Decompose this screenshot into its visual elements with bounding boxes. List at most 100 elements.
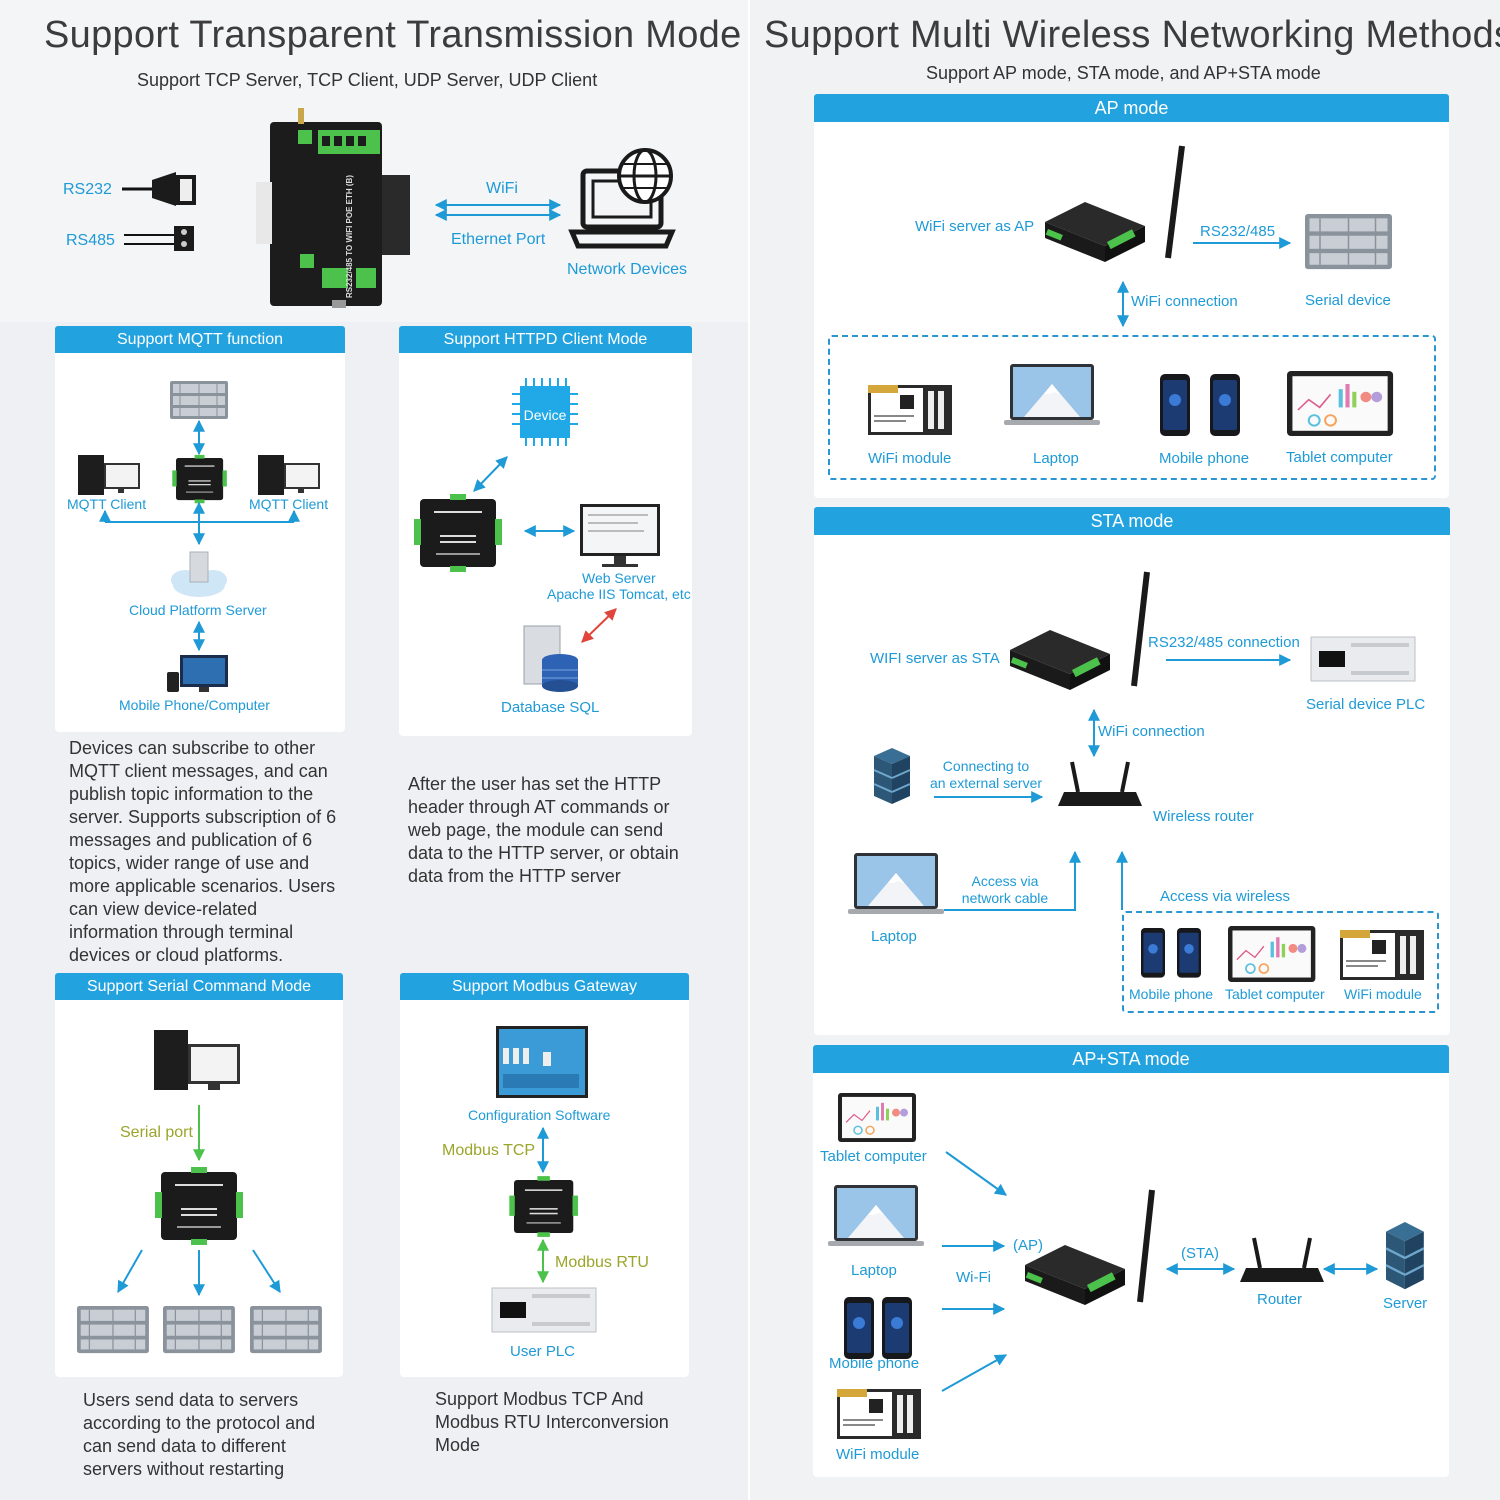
ap-rs232-485-label: RS232/485	[1200, 223, 1276, 240]
web-server-sub-label: Apache IIS Tomcat, etc	[547, 586, 691, 602]
gateway-device-image: RS232/485 TO WIFI POE ETH (B)	[256, 108, 410, 308]
sta-mode-header: STA mode	[814, 507, 1450, 535]
column-divider	[748, 0, 750, 1500]
database-label: Database SQL	[501, 699, 600, 716]
httpd-gateway-icon	[414, 494, 502, 572]
cable-line-2: network cable	[961, 890, 1049, 906]
web-server-monitor-icon	[580, 504, 660, 567]
user-plc-icon	[491, 1287, 597, 1333]
apsta-ap-label: (AP)	[1013, 1237, 1043, 1254]
sta-rs-connection-label: RS232/485 connection	[1148, 634, 1300, 651]
sta-router-icon	[1056, 760, 1144, 808]
apsta-wifi-module-icon	[837, 1389, 921, 1439]
sta-laptop-label: Laptop	[871, 928, 917, 945]
cloud-server-icon	[171, 551, 227, 597]
ap-client-label: Tablet computer	[1286, 449, 1393, 466]
sta-client-label: Mobile phone	[1129, 986, 1214, 1002]
wifi-label: WiFi	[486, 180, 518, 197]
device-chip-label: Device	[523, 407, 567, 423]
ap-laptop-icon	[1004, 364, 1100, 425]
user-plc-label: User PLC	[510, 1343, 576, 1360]
sta-phone-icon	[1177, 928, 1201, 978]
mqtt-client-right-label: MQTT Client	[249, 496, 329, 512]
ap-client-label: Laptop	[1033, 450, 1079, 467]
cable-line-1: Access via	[971, 873, 1039, 889]
apsta-server-icon	[1384, 1220, 1426, 1291]
device-chip-icon	[520, 386, 570, 438]
wireless-router-label: Wireless router	[1153, 808, 1254, 825]
httpd-header: Support HTTPD Client Mode	[399, 326, 692, 353]
right-title: Support Multi Wireless Networking Method…	[764, 14, 1500, 56]
wifi-server-sta-label: WIFI server as STA	[870, 650, 1000, 667]
serial-server-icon	[249, 1305, 323, 1354]
sta-wifi-connection-label: WiFi connection	[1098, 723, 1205, 740]
mqtt-client-left-label: MQTT Client	[67, 496, 147, 512]
database-icon	[523, 625, 578, 692]
sta-wifi-module-icon	[1340, 930, 1424, 980]
modbus-description: Support Modbus TCP And Modbus RTU Interc…	[435, 1389, 669, 1455]
apsta-mode-panel: AP+STA mode	[813, 1045, 1449, 1477]
serial-gateway-icon	[155, 1167, 243, 1245]
network-device-icon	[568, 148, 676, 249]
sta-client-label: WiFi module	[1344, 986, 1422, 1002]
sta-clients-group	[1122, 911, 1439, 1013]
ap-mode-header: AP mode	[814, 94, 1449, 122]
apsta-laptop-icon	[828, 1185, 924, 1246]
sta-plc-icon	[1310, 636, 1416, 682]
apsta-phone-icon	[844, 1297, 874, 1359]
rs232-label: RS232	[63, 181, 112, 198]
apsta-router-icon	[1238, 1236, 1326, 1284]
ap-phone-icon	[1160, 374, 1190, 436]
mqtt-description: Devices can subscribe to other MQTT clie…	[69, 738, 337, 965]
rs485-label: RS485	[66, 232, 115, 249]
mqtt-server-icon	[169, 380, 229, 420]
sta-laptop-icon	[848, 853, 944, 914]
ap-clients-group	[828, 335, 1436, 480]
ap-gateway-device	[1045, 202, 1145, 262]
apsta-phone-icon	[882, 1297, 912, 1359]
ap-serial-device-label: Serial device	[1305, 292, 1391, 309]
sta-client-label: Tablet computer	[1225, 986, 1325, 1002]
apsta-wifi-module-label: WiFi module	[836, 1446, 920, 1463]
serial-command-header: Support Serial Command Mode	[55, 973, 343, 1000]
apsta-mode-header: AP+STA mode	[813, 1045, 1449, 1073]
connecting-line-1: Connecting to	[942, 758, 1030, 774]
apsta-laptop-label: Laptop	[851, 1262, 897, 1279]
apsta-tablet-label: Tablet computer	[820, 1148, 927, 1165]
ap-client-label: Mobile phone	[1159, 450, 1250, 467]
ap-wifi-module-icon	[868, 385, 952, 435]
serial-port-label: Serial port	[120, 1124, 193, 1141]
web-server-label: Web Server	[582, 570, 656, 586]
connecting-line-2: an external server	[929, 775, 1043, 791]
modbus-gateway-icon	[509, 1176, 578, 1237]
ap-tablet-icon	[1285, 369, 1395, 438]
device-label: RS232/485 TO WIFI POE ETH (B)	[345, 175, 354, 298]
mqtt-client-pc-icon	[78, 455, 140, 495]
access-wireless-label: Access via wireless	[1160, 888, 1291, 905]
serial-pc-icon	[154, 1030, 240, 1090]
mqtt-header: Support MQTT function	[55, 326, 345, 353]
sta-tablet-icon	[1227, 925, 1317, 983]
cloud-platform-label: Cloud Platform Server	[129, 602, 267, 618]
wifi-server-ap-label: WiFi server as AP	[915, 218, 1035, 235]
apsta-tablet-icon	[837, 1092, 917, 1143]
modbus-header: Support Modbus Gateway	[400, 973, 689, 1000]
apsta-mobile-label: Mobile phone	[829, 1355, 920, 1372]
ap-serial-device-icon	[1304, 213, 1393, 270]
apsta-gateway-device	[1025, 1245, 1125, 1305]
config-software-label: Configuration Software	[468, 1107, 611, 1123]
serial-server-icon	[162, 1305, 236, 1354]
sta-serial-plc-label: Serial device PLC	[1306, 696, 1426, 713]
ap-wifi-connection-label: WiFi connection	[1131, 293, 1238, 310]
ap-phone-icon	[1210, 374, 1240, 436]
mobile-computer-label: Mobile Phone/Computer	[119, 697, 270, 713]
mqtt-gateway-icon	[172, 454, 227, 504]
modbus-rtu-label: Modbus RTU	[555, 1254, 649, 1271]
mqtt-client-pc-icon	[258, 455, 320, 495]
ap-client-label: WiFi module	[868, 450, 952, 467]
left-subtitle: Support TCP Server, TCP Client, UDP Serv…	[137, 70, 598, 90]
device-chip-pins	[512, 378, 578, 446]
